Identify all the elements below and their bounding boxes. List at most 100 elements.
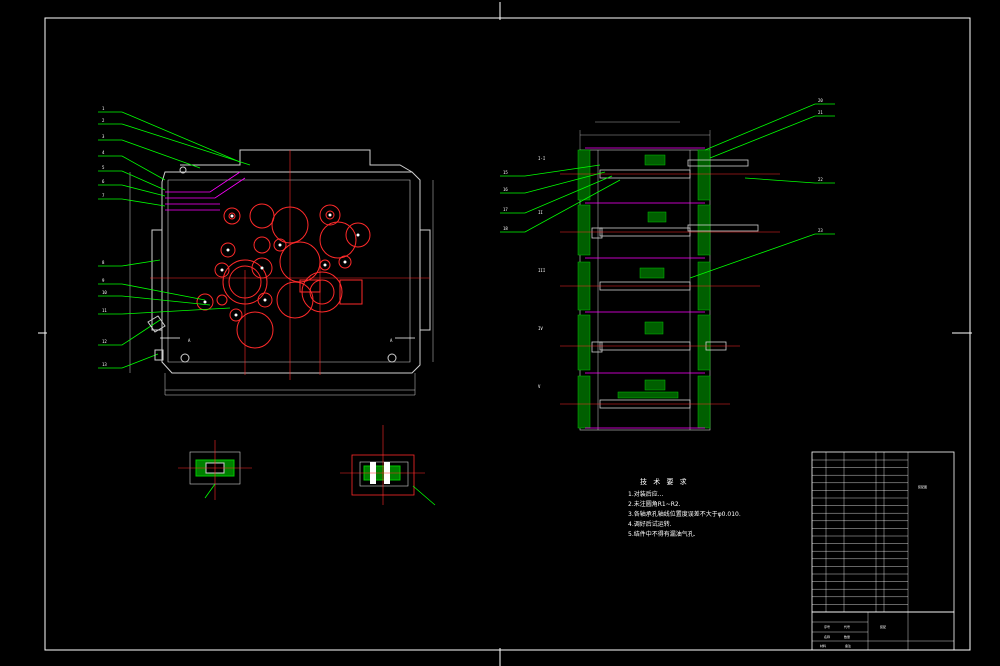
bolt-hole-right	[387, 353, 397, 363]
leader-lines-section	[500, 103, 835, 279]
parts-list-note: 装配图	[918, 484, 927, 489]
tech-req-line: 1.对装后应...	[628, 490, 664, 498]
vent-plug	[147, 315, 166, 333]
title-cell: 序号	[824, 624, 830, 629]
gear-circle	[228, 265, 262, 299]
leader-label: 10	[102, 290, 107, 295]
gear-circle	[228, 212, 236, 220]
gear-circle	[220, 242, 236, 258]
detail-view-2	[340, 425, 436, 506]
housing-outline	[161, 171, 421, 374]
tech-req-line: 4.调好后试运转.	[628, 520, 672, 528]
bolt-hole-top	[179, 166, 187, 174]
parts-list: 装配图	[811, 451, 955, 613]
gear-circle	[236, 311, 274, 349]
leader-label: 5	[102, 165, 105, 170]
leader-label: 1	[102, 106, 105, 111]
gear-circle	[216, 294, 228, 306]
tech-req-title: 技 术 要 求	[640, 477, 689, 486]
gear-circle	[249, 203, 275, 229]
title-cell: 名称	[824, 634, 830, 639]
leader-lines-left	[98, 111, 251, 369]
title-block: 序号 代号 名称 数量 材料 备注 装配	[811, 611, 955, 651]
leader-label: 21	[818, 110, 823, 115]
leader-label: 15	[503, 170, 508, 175]
gear-circle	[345, 222, 371, 248]
section-label: I-I	[538, 156, 546, 161]
detail-view-1	[178, 440, 252, 500]
section-view: I-I II III IV V 15 16 17 18 20 21 22 23	[500, 98, 835, 431]
leader-label: 4	[102, 150, 105, 155]
leader-label: 11	[102, 308, 107, 313]
housing-top-cover	[180, 149, 413, 173]
bolt-hole-left	[180, 353, 190, 363]
right-flange	[419, 229, 431, 331]
section-label: III	[538, 268, 546, 273]
drain-plug	[154, 349, 164, 361]
bearing-block	[339, 279, 363, 305]
leader-label: 2	[102, 118, 105, 123]
gear-circle	[276, 281, 314, 319]
gear-circle	[229, 308, 243, 322]
tech-req-line: 3.各轴承孔轴线位置度误差不大于φ0.010.	[628, 510, 741, 518]
gear-circle	[279, 241, 321, 283]
gear-circle	[273, 238, 287, 252]
technical-requirements: 技 术 要 求 1.对装后应... 2.未注圆角R1~R2. 3.各轴承孔轴线位…	[628, 477, 741, 538]
shaft-centers	[203, 213, 360, 317]
leader-label: 3	[102, 134, 105, 139]
leader-label: 16	[503, 187, 508, 192]
gear-circle	[223, 207, 241, 225]
left-flange	[151, 229, 163, 331]
hatched-walls	[577, 149, 711, 429]
section-labels: I-I II III IV V	[538, 156, 546, 389]
gear-circle	[325, 210, 335, 220]
gear-circle	[319, 259, 331, 271]
sheet-border	[44, 17, 971, 651]
gear-circle	[214, 262, 230, 278]
section-label: IV	[538, 326, 543, 331]
housing-inner	[167, 179, 411, 363]
gear-circle	[257, 292, 273, 308]
gear-circle	[319, 221, 357, 259]
leader-label: 6	[102, 179, 105, 184]
leader-label: 18	[503, 226, 508, 231]
title-cell: 备注	[845, 643, 851, 648]
leader-label: 8	[102, 260, 105, 265]
gear-circle	[338, 255, 352, 269]
title-stamp: 装配	[880, 624, 886, 629]
leader-numbers-section: 15 16 17 18 20 21 22 23	[503, 98, 823, 233]
cover-lines	[585, 147, 705, 429]
leader-label: 12	[102, 339, 107, 344]
section-label: V	[538, 384, 541, 389]
front-view: A A 1 2 3 4 5 6 7 8 9	[98, 106, 434, 396]
title-cell: 代号	[844, 624, 850, 629]
bearing-block	[299, 279, 321, 293]
leader-label: 9	[102, 278, 105, 283]
leader-label: 7	[102, 193, 105, 198]
gear-circle	[196, 293, 214, 311]
tech-req-line: 5.结件中不得有漏油气孔.	[628, 530, 696, 538]
section-letter-right: A	[390, 338, 393, 343]
section-markers: A A	[160, 337, 415, 343]
gear-circle	[253, 236, 271, 254]
gear-circle	[319, 204, 341, 226]
section-dimensions	[579, 121, 711, 150]
section-letter-left: A	[188, 338, 191, 343]
gear-train	[196, 203, 371, 349]
title-cell: 数量	[844, 634, 850, 639]
leader-numbers-left: 1 2 3 4 5 6 7 8 9 10 11 12 13	[102, 106, 107, 367]
leader-label: 13	[102, 362, 107, 367]
section-center-lines	[560, 173, 780, 405]
oil-pipes	[165, 171, 246, 211]
base-dimension	[164, 373, 416, 396]
gear-circle	[271, 206, 309, 244]
shafts	[591, 159, 759, 409]
title-cell: 材料	[820, 643, 826, 648]
leader-label: 20	[818, 98, 823, 103]
gear-circle	[222, 259, 268, 305]
tech-req-line: 2.未注圆角R1~R2.	[628, 500, 681, 508]
section-label: II	[538, 210, 543, 215]
leader-label: 22	[818, 177, 823, 182]
